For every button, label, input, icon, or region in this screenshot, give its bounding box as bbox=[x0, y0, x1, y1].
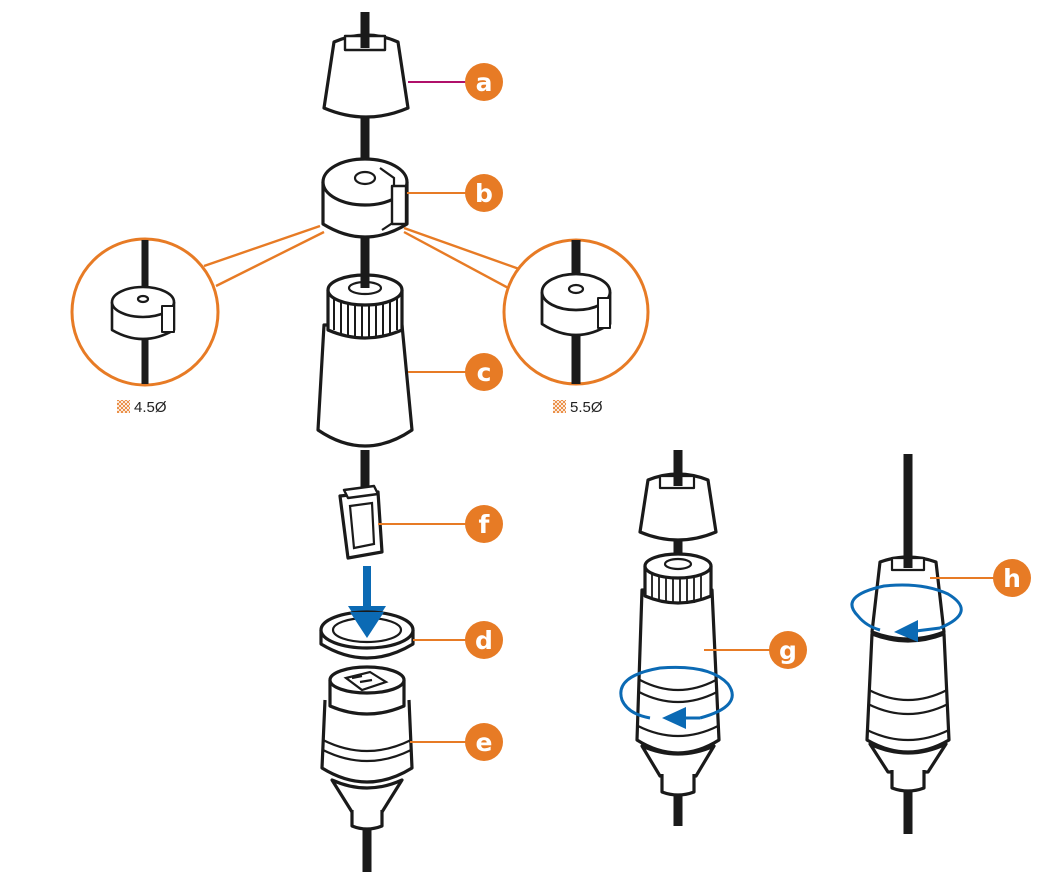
main-assembly bbox=[316, 12, 415, 872]
size-large-text: 5.5Ø bbox=[570, 399, 603, 416]
pattern-square-icon bbox=[553, 400, 566, 413]
svg-text:d: d bbox=[475, 626, 493, 655]
part-e-socket bbox=[320, 665, 414, 831]
callout-badge-c: c bbox=[465, 353, 503, 391]
arrow-tip bbox=[350, 612, 384, 638]
size-label-small: 4.5Ø bbox=[117, 399, 167, 416]
callout-badge-f: f bbox=[465, 505, 503, 543]
svg-text:b: b bbox=[475, 179, 493, 208]
svg-text:f: f bbox=[479, 510, 491, 539]
magnifier-small bbox=[70, 224, 325, 387]
svg-text:g: g bbox=[779, 636, 797, 665]
svg-text:c: c bbox=[477, 358, 492, 387]
callout-badge-b: b bbox=[465, 174, 503, 212]
callout-badge-e: e bbox=[465, 723, 503, 761]
svg-text:e: e bbox=[476, 728, 493, 757]
assembly-step-g bbox=[619, 450, 734, 826]
callout-badge-g: g bbox=[769, 631, 807, 669]
callout-badge-d: d bbox=[465, 621, 503, 659]
callouts: a b c f d e g h bbox=[378, 63, 1031, 761]
pattern-square-icon bbox=[117, 400, 130, 413]
rotate-arrow-icon bbox=[850, 583, 963, 642]
size-small-text: 4.5Ø bbox=[134, 399, 167, 416]
part-f-rj45-plug bbox=[338, 484, 384, 560]
assembly-step-h bbox=[850, 454, 963, 834]
part-b-grommet bbox=[321, 157, 409, 239]
callout-badge-h: h bbox=[993, 559, 1031, 597]
rotate-arrow-icon bbox=[619, 665, 734, 729]
part-c-gland-body bbox=[316, 270, 414, 448]
svg-text:h: h bbox=[1003, 564, 1021, 593]
magnifier-large bbox=[403, 226, 650, 386]
size-label-large: 5.5Ø bbox=[553, 399, 603, 416]
part-a-cap bbox=[322, 12, 410, 119]
svg-text:a: a bbox=[476, 68, 493, 97]
callout-badge-a: a bbox=[465, 63, 503, 101]
